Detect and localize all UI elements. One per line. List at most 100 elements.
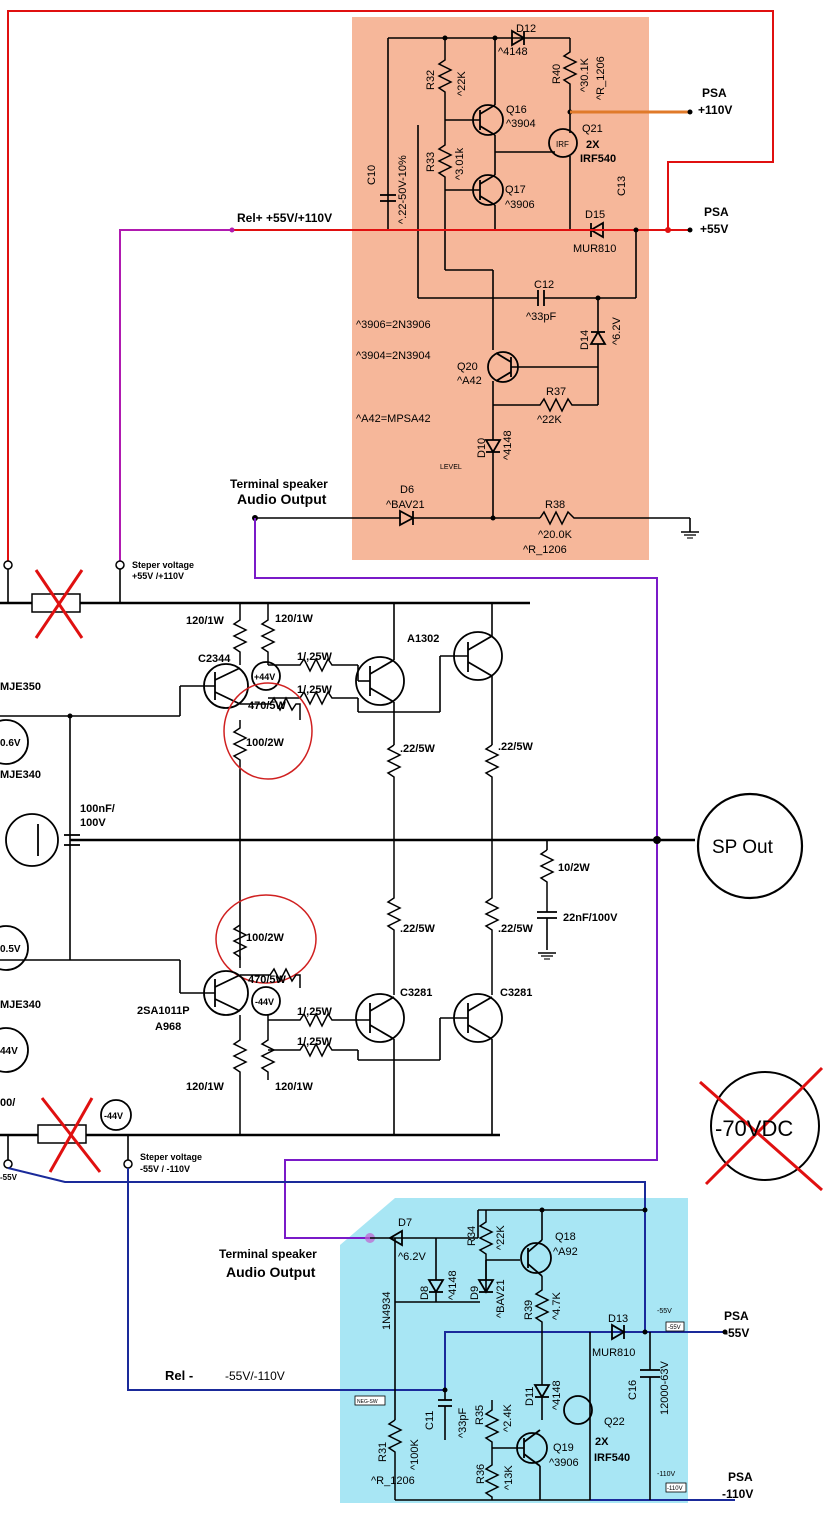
q22-label: Q22 xyxy=(604,1416,625,1428)
q21-label: Q21 xyxy=(582,123,603,135)
relay-plus-wire xyxy=(119,229,232,565)
psa-110v-value: +110V xyxy=(698,103,732,117)
r120-top-left: 120/1W xyxy=(186,615,225,627)
r40-resistor xyxy=(562,38,578,112)
d6-label: D6 xyxy=(400,484,414,496)
c16-value: 12000-63V xyxy=(659,1361,671,1415)
c3281-transistor-a xyxy=(355,993,405,1043)
q22-mosfet xyxy=(563,1395,593,1425)
q16-value: ^3904 xyxy=(506,118,536,130)
r22-top-left: .22/5W xyxy=(400,743,435,755)
r125-bottom-2: 1/,25W xyxy=(297,1036,332,1048)
q18-transistor xyxy=(520,1242,552,1274)
psa-minus-110v-value: -110V xyxy=(722,1487,753,1501)
r37-label: R37 xyxy=(546,386,566,398)
r35-label: R35 xyxy=(474,1405,486,1425)
c2344-label: C2344 xyxy=(198,653,231,665)
r40-label: R40 xyxy=(551,64,563,84)
minus-44v-box xyxy=(100,1099,132,1131)
r10-label: 10/2W xyxy=(558,862,590,874)
d8-value: ^4148 xyxy=(447,1270,459,1300)
relay-plus-label: Rel+ +55V/+110V xyxy=(237,211,332,225)
r470-top: 470/5W xyxy=(248,700,287,712)
partial-00-label: 00/ xyxy=(0,1097,15,1109)
d8-diode xyxy=(427,1279,445,1294)
d12-label: D12 xyxy=(516,23,536,35)
r38-label: R38 xyxy=(545,499,565,511)
c12-label: C12 xyxy=(534,279,554,291)
neg-sw-label: NEG-SW xyxy=(357,1399,378,1405)
c100n-voltage: 100V xyxy=(80,817,106,829)
c13-label: C13 xyxy=(616,176,628,196)
psa-55v-value: +55V xyxy=(700,222,728,236)
node-06v xyxy=(0,719,29,765)
d7-value: ^6.2V xyxy=(398,1251,426,1263)
c3281-a-label: C3281 xyxy=(400,987,432,999)
r125-top-2: 1/,25W xyxy=(297,684,332,696)
d6-diode xyxy=(399,509,415,527)
mje340-top-label: MJE340 xyxy=(0,769,41,781)
q17-label: Q17 xyxy=(505,184,526,196)
node-05v xyxy=(0,925,29,971)
terminal-bottom-line2: Audio Output xyxy=(226,1264,316,1280)
r40-value: ^30.1K xyxy=(579,57,591,92)
r32-label: R32 xyxy=(425,70,437,90)
psa-minus-110v-title: PSA xyxy=(728,1470,753,1484)
node-05v-label: 0.5V xyxy=(0,944,21,955)
minus-55v-left-label: -55V xyxy=(0,1173,18,1182)
c11-label: C11 xyxy=(424,1411,436,1430)
d15-label: D15 xyxy=(585,209,605,221)
q21-value: IRF540 xyxy=(580,153,616,165)
a1302-transistor xyxy=(355,656,405,706)
minus-44v-box-label: -44V xyxy=(104,1111,123,1121)
r37-value: ^22K xyxy=(537,414,562,426)
r125-bottom-1: 1/,25W xyxy=(297,1006,332,1018)
r36-label: R36 xyxy=(475,1464,487,1484)
mje340-bottom-label: MJE340 xyxy=(0,999,41,1011)
r31-value: ^100K xyxy=(409,1438,421,1470)
d15-value: MUR810 xyxy=(573,243,616,255)
q21-mosfet xyxy=(548,128,578,158)
r120-bottom-right: 120/1W xyxy=(275,1081,314,1093)
top-relay-coil xyxy=(31,593,81,613)
q20-label: Q20 xyxy=(457,361,478,373)
plus-44v-node xyxy=(251,661,281,691)
r32-resistor xyxy=(437,38,453,125)
q21-quantity: 2X xyxy=(586,139,600,151)
d12-diode xyxy=(511,29,526,47)
q17-value: ^3906 xyxy=(505,199,535,211)
psa-110v-title: PSA xyxy=(702,86,727,100)
d13-label: D13 xyxy=(608,1313,628,1325)
r38-value: ^20.0K xyxy=(538,529,573,541)
r470-bottom: 470/5W xyxy=(248,974,287,986)
d11-label: D11 xyxy=(524,1387,536,1406)
d11-value: ^4148 xyxy=(551,1380,563,1410)
node-44v-label: 44V xyxy=(0,1046,18,1057)
d14-value: ^6.2V xyxy=(611,317,623,345)
c10-label: C10 xyxy=(366,165,378,185)
note-3904: ^3904=2N3904 xyxy=(356,350,431,362)
d14-label: D14 xyxy=(579,330,591,350)
q22-quantity: 2X xyxy=(595,1436,609,1448)
d13-diode xyxy=(611,1323,626,1341)
q19-value: ^3906 xyxy=(549,1457,579,1469)
r100-top: 100/2W xyxy=(246,737,285,749)
vdc-label: -70VDC xyxy=(715,1116,793,1141)
mje340-top xyxy=(5,813,59,867)
psa-minus-55v-value: -55V xyxy=(724,1326,749,1340)
r33-label: R33 xyxy=(425,152,437,172)
d6-value: ^BAV21 xyxy=(386,499,425,511)
speaker-output xyxy=(696,792,804,900)
r34-value: ^22K xyxy=(495,1225,507,1250)
sp-out-label: SP Out xyxy=(712,837,774,858)
minus-44v-node xyxy=(251,986,281,1016)
terminal-bottom-line1: Terminal speaker xyxy=(219,1247,317,1261)
d11-diode xyxy=(533,1384,551,1399)
relay-minus-voltage: -55V/-110V xyxy=(225,1369,285,1383)
plus-44v-label: +44V xyxy=(254,672,275,682)
r22-bottom-left: .22/5W xyxy=(400,923,435,935)
positive-stepper-panel xyxy=(352,17,649,560)
note-3906: ^3906=2N3906 xyxy=(356,319,431,331)
d12-value: ^4148 xyxy=(498,46,528,58)
